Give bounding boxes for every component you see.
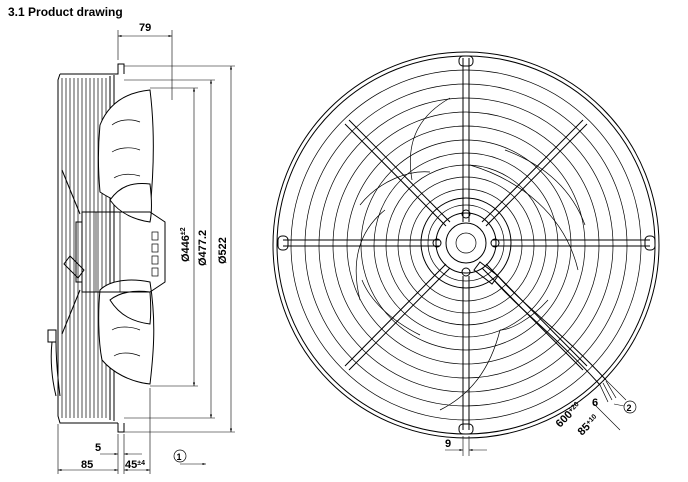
motor-side — [75, 211, 166, 293]
dim-5-label: 5 — [95, 442, 101, 454]
guard-ring — [290, 69, 642, 421]
fan-blade-side — [109, 183, 152, 325]
guard-ring — [272, 51, 660, 439]
motor-hub-front — [420, 197, 512, 289]
fan-blade-side — [98, 89, 154, 211]
guard-ring — [409, 188, 523, 302]
guard-struts — [277, 55, 656, 435]
dim-d446-label: Ø446±2 — [180, 227, 192, 262]
guard-ring — [373, 152, 559, 338]
guard-rings — [272, 51, 660, 439]
dim-9-label: 9 — [445, 438, 451, 450]
guard-ring — [304, 83, 628, 407]
dim-85-label: 85 — [81, 459, 93, 471]
guard-ring — [346, 125, 586, 365]
guard-ring — [332, 111, 600, 379]
dim-d522-label: Ø522 — [217, 237, 229, 264]
front-view: 9 600+20 85+10 6 2 — [272, 51, 660, 456]
guard-ring — [276, 55, 656, 435]
svg-text:2: 2 — [627, 403, 632, 413]
guard-ring — [360, 139, 572, 351]
fan-blades-front — [355, 97, 586, 411]
dim-d477-label: Ø477.2 — [197, 230, 209, 266]
mounting-strut-side — [47, 169, 85, 397]
svg-text:1: 1 — [177, 452, 182, 462]
guard-ring — [397, 176, 535, 314]
dimension-9: 9 — [445, 436, 487, 456]
connection-cable — [493, 275, 617, 403]
dim-45-label: 45±4 — [125, 459, 145, 471]
page-title: 3.1 Product drawing — [8, 5, 123, 19]
dimension-cable: 600+20 85+10 6 — [554, 379, 627, 439]
dimension-diameters: Ø446±2 Ø477.2 Ø522 — [124, 65, 235, 433]
dim-79-label: 79 — [139, 22, 151, 34]
dimension-bottom: 5 85 45±4 — [57, 388, 151, 474]
callout-1: 1 — [173, 449, 206, 466]
dim-85-cable-label: 85+10 — [576, 413, 602, 439]
dimension-79: 79 — [117, 22, 173, 100]
callout-2: 2 — [613, 400, 637, 414]
dim-6-label: 6 — [592, 397, 598, 409]
guard-ring — [385, 164, 547, 326]
side-view: 79 Ø446±2 Ø477.2 Ø522 5 — [47, 22, 235, 474]
